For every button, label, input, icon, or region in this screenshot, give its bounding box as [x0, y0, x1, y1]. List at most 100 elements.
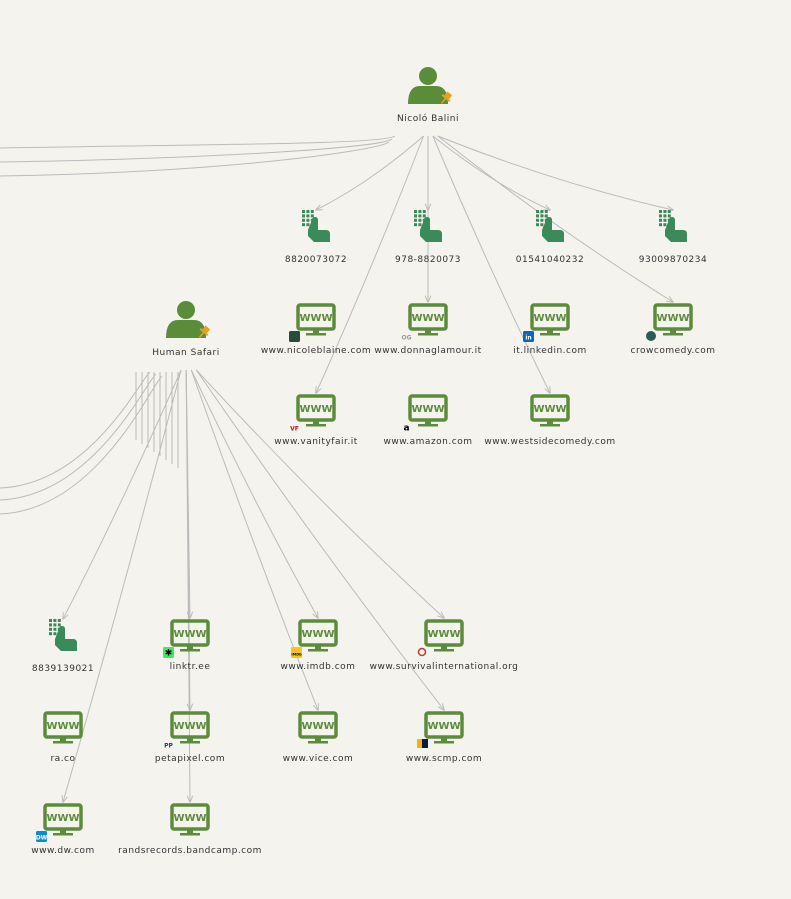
amazon-favicon-text: a [403, 424, 409, 434]
edge-p2-ph5 [63, 369, 182, 619]
dw-favicon-text: DW [36, 835, 48, 842]
web-node-w10[interactable]: WWW www.survivalinternational.org [370, 619, 519, 672]
linktree-favicon [163, 647, 174, 658]
person-head [177, 301, 195, 319]
web-label: www.donnaglamour.it [374, 346, 481, 356]
imdb-favicon-text: IMDb [291, 653, 302, 657]
web-label: www.dw.com [31, 846, 94, 856]
edge-offscreen-5 [0, 375, 163, 515]
vanityfair-favicon-text: VF [290, 426, 299, 433]
linkedin-favicon-text: in [525, 335, 531, 342]
website-icon: WWW [291, 619, 338, 658]
person-label: Nicoló Balini [397, 113, 459, 124]
www-text: WWW [173, 813, 206, 824]
phone-label: 8839139021 [32, 664, 94, 674]
web-label: www.westsidecomedy.com [484, 437, 615, 447]
web-label: www.nicoleblaine.com [261, 346, 371, 356]
web-label: randsrecords.bandcamp.com [118, 846, 262, 856]
phone-label: 01541040232 [516, 255, 585, 265]
pin-icon [198, 325, 211, 338]
web-node-w8[interactable]: WWW✱ linktr.ee [163, 619, 211, 672]
web-label: www.survivalinternational.org [370, 662, 519, 672]
linktree-favicon-text: ✱ [165, 649, 173, 659]
website-icon: WWW [163, 619, 210, 658]
web-label: crowcomedy.com [631, 346, 716, 356]
edge-p1-ph1 [316, 135, 424, 210]
edge-p2-w13 [190, 369, 318, 710]
website-icon: WWW [530, 394, 570, 427]
edge-p1-w4 [437, 135, 673, 302]
person-body [166, 320, 206, 338]
web-node-w5[interactable]: WWW VF www.vanityfair.it [274, 394, 357, 447]
www-text: WWW [427, 629, 460, 640]
www-text: WWW [299, 313, 332, 324]
website-icon: WWW [298, 711, 338, 744]
website-icon: WWW [289, 303, 336, 342]
edges-layer [0, 135, 673, 802]
www-text: WWW [46, 721, 79, 732]
web-label: www.scmp.com [406, 754, 482, 764]
scmp-favicon [417, 739, 428, 748]
phone-label: 978-8820073 [395, 255, 461, 265]
phone-node-ph1[interactable]: 8820073072 [285, 210, 347, 265]
web-node-w4[interactable]: WWW crowcomedy.com [631, 303, 716, 356]
person-node-p2[interactable]: Human Safari [152, 301, 219, 358]
www-text: WWW [299, 404, 332, 415]
donnaglamour-favicon [401, 331, 412, 342]
edge-p2-w14 [195, 369, 444, 710]
website-icon: WWW [170, 803, 210, 836]
phone-label: 93009870234 [639, 255, 708, 265]
donnaglamour-favicon-text: OG [401, 335, 411, 342]
edge-p1-w7 [432, 135, 550, 393]
web-label: www.vanityfair.it [274, 437, 357, 447]
phone-label: 8820073072 [285, 255, 347, 265]
www-text: WWW [533, 404, 566, 415]
edge-p2-w15 [63, 369, 182, 802]
amazon-favicon [401, 422, 412, 433]
phone-node-ph5[interactable]: 8839139021 [32, 619, 94, 674]
edge-p2-w16 [185, 369, 190, 802]
website-icon: WWW [417, 619, 464, 657]
website-icon: WWW [523, 303, 570, 342]
web-label: it.linkedin.com [513, 346, 587, 356]
website-icon: WWW [646, 303, 693, 341]
web-label: linktr.ee [170, 662, 211, 672]
person-label: Human Safari [152, 348, 219, 358]
web-node-w7[interactable]: WWW www.westsidecomedy.com [484, 394, 615, 447]
petapixel-favicon [163, 739, 174, 750]
www-text: WWW [411, 404, 444, 415]
crowcomedy-favicon [646, 331, 656, 341]
person-head [419, 67, 437, 85]
website-icon: WWW [36, 803, 83, 842]
vanityfair-favicon [289, 422, 300, 433]
phone-node-ph4[interactable]: 93009870234 [639, 210, 708, 265]
imdb-favicon [291, 647, 302, 658]
www-text: WWW [533, 313, 566, 324]
person-node-p1[interactable]: Nicoló Balini [397, 67, 459, 124]
web-node-w3[interactable]: WWW in it.linkedin.com [513, 303, 587, 356]
edge-offscreen-2 [0, 141, 390, 177]
web-node-w1[interactable]: WWW www.nicoleblaine.com [261, 303, 371, 356]
edge-offscreen-0 [0, 135, 396, 149]
edge-p1-ph4 [437, 135, 673, 210]
phone-node-ph2[interactable]: 978-8820073 [395, 210, 461, 265]
phone-keypad-icon [49, 619, 77, 651]
edge-p2-w9 [190, 369, 318, 618]
person-icon [408, 67, 453, 104]
www-text: WWW [301, 721, 334, 732]
website-icon: WWW [43, 711, 83, 744]
phone-node-ph3[interactable]: 01541040232 [516, 210, 585, 265]
person-body [408, 86, 448, 104]
web-node-w16[interactable]: WWW randsrecords.bandcamp.com [118, 803, 262, 856]
www-text: WWW [173, 721, 206, 732]
phone-keypad-icon [659, 210, 687, 242]
